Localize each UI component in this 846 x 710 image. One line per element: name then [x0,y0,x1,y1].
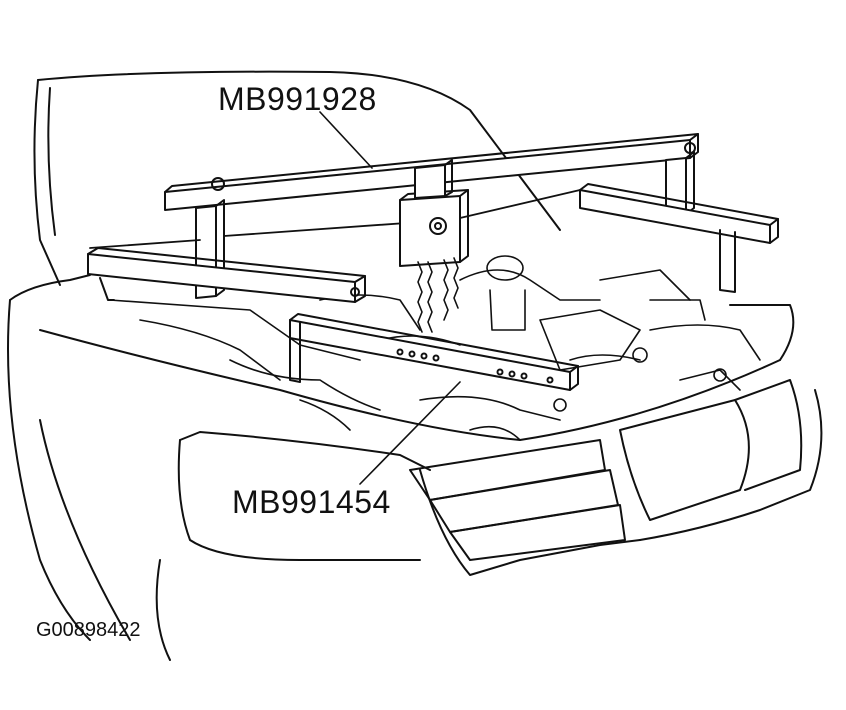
side-rail-right [579,183,779,293]
callout-mb991454: MB991454 [232,484,391,520]
callout-mb991928: MB991928 [218,81,377,117]
center-hanger [399,159,469,267]
rear-left-rail [89,189,581,249]
leader-lines [319,111,461,485]
side-rail-left [87,247,366,303]
chains [417,257,459,333]
figure-id: G00898422 [36,619,141,641]
car-body [7,274,823,661]
open-hood [33,70,561,286]
front-crossbar [289,313,579,391]
